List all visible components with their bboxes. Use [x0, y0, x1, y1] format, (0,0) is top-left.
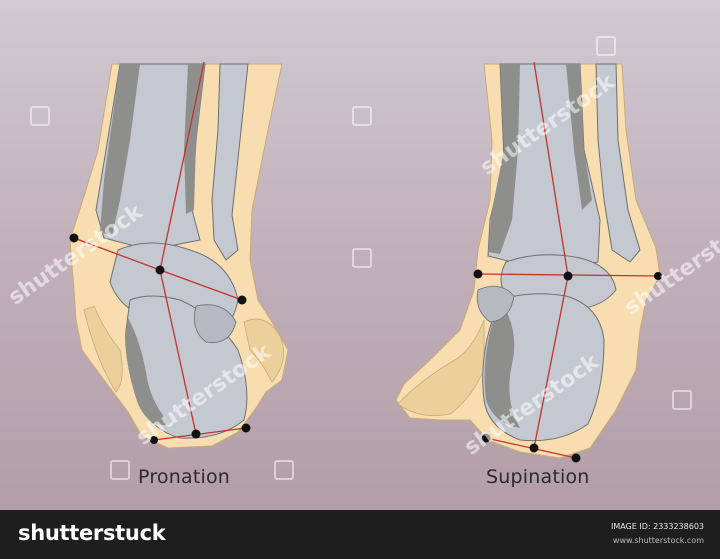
supination-point-heel [529, 443, 539, 453]
watermark-icon [110, 460, 130, 480]
pronation-point-heel [191, 429, 201, 439]
site-url[interactable]: www.shutterstock.com [612, 536, 704, 545]
pronation-calcaneus-shadow [125, 318, 170, 426]
foot-diagram [69, 61, 662, 463]
watermark-icon [352, 248, 372, 268]
pronation-malleolus-line-b [159, 269, 243, 301]
watermark-icon [672, 390, 692, 410]
supination-calcaneus [482, 293, 605, 442]
supination-tibia-cortex-right [566, 64, 592, 210]
pronation-tibia-cortex-right [184, 64, 205, 214]
pronation-leg-axis [159, 61, 205, 271]
supination-leg-axis [533, 61, 569, 277]
pronation-point-lateral [237, 295, 247, 305]
supination-tibia-cortex [488, 64, 520, 254]
supination-cuboid [476, 285, 515, 323]
pronation-point-medial [69, 233, 79, 243]
watermark-icon [30, 106, 50, 126]
pronation-bunion [243, 318, 284, 383]
supination-point-center [563, 271, 573, 281]
pronation-point-sole-right [241, 423, 251, 433]
pronation-heel-fold [83, 305, 123, 393]
supination-point-sole-right [571, 453, 581, 463]
pronation-points [69, 233, 251, 444]
pronation-navicular [193, 304, 237, 343]
supination-label: Supination [486, 466, 590, 488]
pronation-fibula [211, 63, 249, 261]
watermark-icon [596, 36, 616, 56]
stock-footer: shutterstuck IMAGE ID: 2333238603 www.sh… [0, 510, 720, 559]
supination-forefoot [397, 319, 485, 417]
brand-logo[interactable]: shutterstuck [18, 521, 166, 545]
supination-point-medial [473, 269, 483, 279]
pronation-point-sole-left [150, 436, 158, 444]
pronation-malleolus-line-a [73, 237, 161, 271]
pronation-label: Pronation [138, 466, 231, 488]
pronation-tibia-cortex [100, 64, 140, 236]
supination-foot [395, 61, 662, 463]
pronation-heel-axis [159, 269, 197, 435]
supination-heel-axis [533, 275, 569, 449]
supination-fibula [595, 63, 641, 263]
pronation-point-center [155, 265, 165, 275]
supination-calcaneus-shadow [484, 300, 520, 428]
supination-points [473, 269, 662, 463]
image-id: IMAGE ID: 2333238603 [610, 522, 704, 531]
watermark-icon [274, 460, 294, 480]
supination-point-lateral [654, 272, 662, 280]
pronation-foot [69, 61, 289, 449]
pronation-axis-lines [73, 61, 247, 441]
supination-point-sole-left [481, 433, 491, 443]
watermark-icon [352, 106, 372, 126]
